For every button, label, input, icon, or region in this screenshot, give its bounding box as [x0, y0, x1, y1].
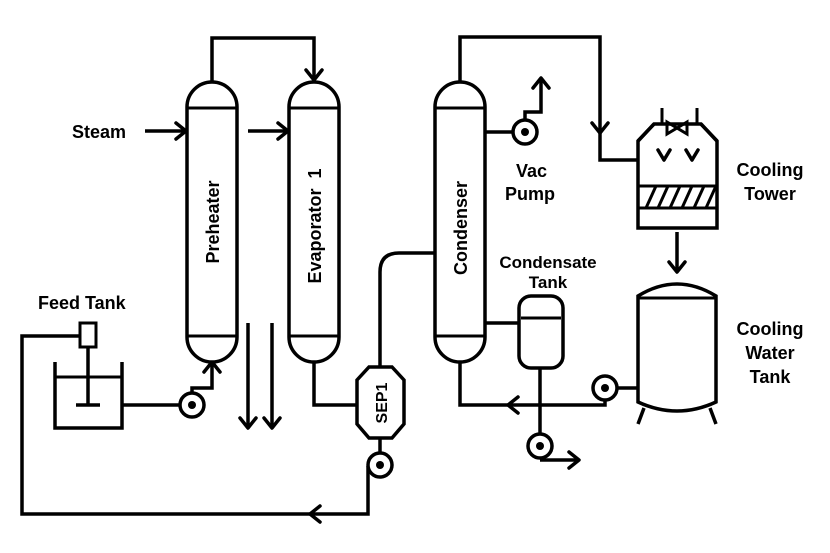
cooling-tower	[636, 108, 719, 230]
pipe-recycle-to-feed	[20, 334, 370, 516]
label-condensate-tank-line2: Tank	[529, 273, 568, 292]
pump-cooling-water	[591, 374, 619, 402]
pipe-pump-to-condenser	[458, 362, 607, 407]
arrow-water-tank-inlet	[667, 260, 687, 274]
separator-sep1	[355, 365, 406, 440]
pump-sep-bottoms	[366, 451, 394, 479]
arrow-preheater-drain	[238, 416, 258, 430]
cooling-water-tank	[636, 282, 718, 425]
pipe-preheater-to-evaporator-top	[210, 36, 316, 86]
arrow-vacpump-exhaust	[531, 76, 551, 90]
label-vac-pump-line2: Pump	[505, 184, 555, 204]
pump-vacuum	[511, 118, 539, 146]
preheater-column	[185, 80, 239, 364]
arrow-recycle	[308, 504, 322, 524]
label-feed-tank: Feed Tank	[38, 293, 127, 313]
fill-packing-hatch	[644, 185, 718, 209]
pipe-sep-vapor-to-condenser	[378, 251, 435, 367]
arrow-condensate-outlet	[567, 450, 581, 470]
feed-tank	[53, 321, 124, 430]
label-cooling-water-tank-line3: Tank	[750, 367, 792, 387]
pipe-pump-to-preheater	[190, 362, 214, 393]
pipe-condenser-to-cooling-tower	[458, 35, 638, 162]
fan-icon	[665, 119, 689, 137]
condensate-tank	[517, 294, 565, 370]
pump-condensate	[526, 432, 554, 460]
label-cooling-tower-line2: Tower	[744, 184, 796, 204]
label-sep1: SEP1	[374, 382, 391, 423]
arrow-cooling-water-return	[506, 395, 520, 415]
condenser-column	[433, 80, 487, 364]
label-vac-pump-line1: Vac	[516, 161, 547, 181]
label-steam: Steam	[72, 122, 126, 142]
pump-feed	[178, 391, 206, 419]
label-cooling-tower-line1: Cooling	[737, 160, 804, 180]
arrow-cooling-tower-inlet	[590, 121, 610, 135]
label-preheater: Preheater	[203, 180, 223, 263]
evaporator-column	[287, 80, 341, 364]
label-condenser: Condenser	[451, 181, 471, 275]
label-condensate-tank-line1: Condensate	[499, 253, 596, 272]
label-cooling-water-tank-line1: Cooling	[737, 319, 804, 339]
pipe-evaporator-to-sep	[312, 362, 356, 407]
label-evaporator: Evaporator 1	[305, 168, 325, 283]
pipe-vacpump-exhaust	[523, 78, 543, 119]
arrow-evaporator-drain	[262, 416, 282, 430]
arrow-evaporator-inlet	[304, 68, 324, 82]
label-cooling-water-tank-line2: Water	[745, 343, 794, 363]
